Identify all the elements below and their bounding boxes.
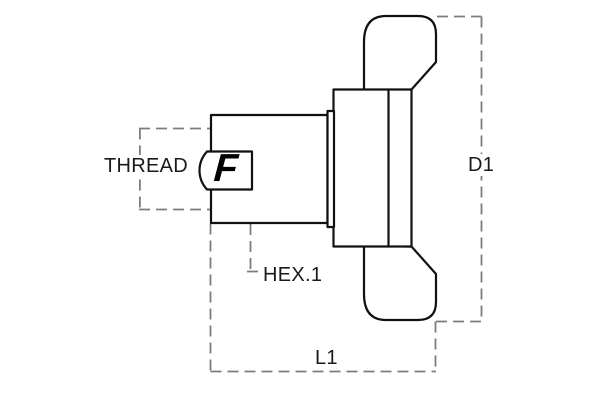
part-outline	[198, 14, 438, 322]
hex-dimension-label: HEX.1	[261, 264, 325, 286]
hub-shape	[332, 88, 413, 248]
logo-plate-shape	[198, 150, 254, 191]
dimension-lines	[139, 15, 483, 373]
brand-logo-letter: F	[212, 147, 240, 190]
collar-shape	[326, 109, 336, 229]
top-wing-shape	[362, 14, 438, 92]
bottom-wing-shape	[362, 244, 438, 322]
thread-dimension-label: THREAD	[102, 155, 191, 177]
l1-dimension-label: L1	[313, 347, 340, 369]
d1-dimension-label: D1	[466, 154, 497, 176]
